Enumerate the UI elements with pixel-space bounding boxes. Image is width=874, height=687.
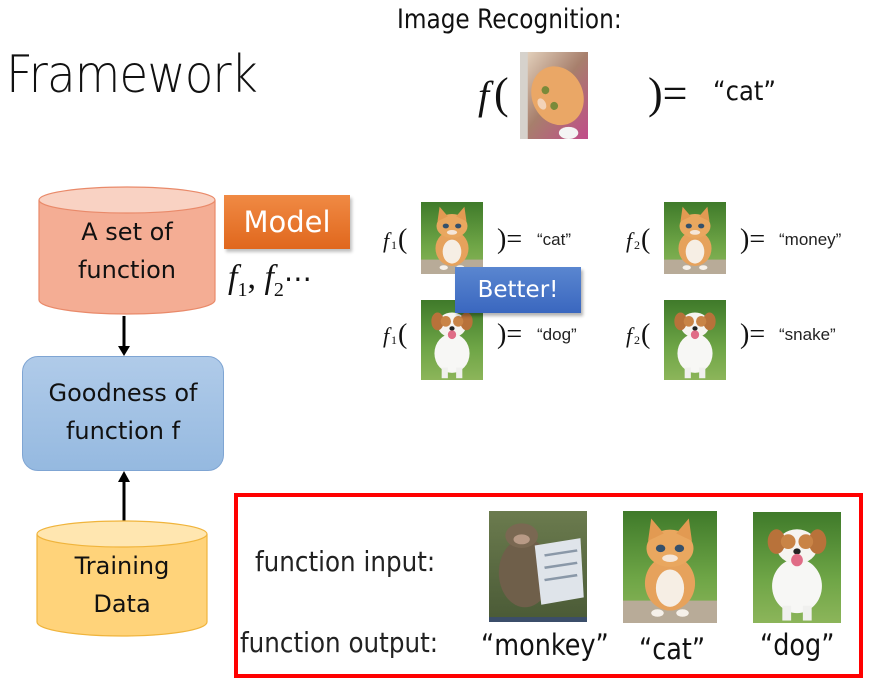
puppy-photo — [664, 300, 726, 380]
output-label: “dog” — [537, 325, 577, 344]
equation-open-paren: ( — [494, 69, 509, 118]
function-output-label: function output: — [240, 626, 439, 659]
puppy-photo — [753, 512, 841, 623]
close-paren-equals: )= — [740, 224, 766, 255]
open-paren: ( — [641, 319, 651, 350]
goodness-line-1: Goodness of — [48, 379, 198, 407]
f2-symbol: f — [264, 259, 274, 296]
function-list-label: f1, f2⋯ — [228, 259, 312, 301]
kitten-photo — [520, 52, 588, 139]
f1-symbol: f — [228, 259, 238, 296]
function-subscript: 2 — [634, 238, 640, 252]
better-badge: Better! — [455, 267, 581, 313]
kitten-photo — [623, 511, 717, 623]
training-data-cylinder: Training Data — [36, 520, 208, 638]
output-dog: “dog” — [760, 628, 835, 662]
arrow-down-icon — [118, 316, 130, 356]
function-symbol: f — [383, 323, 390, 348]
cylinder-line-2: function — [77, 256, 177, 284]
training-line-2: Data — [93, 590, 151, 618]
equation-close-paren-equals: )= — [648, 69, 688, 118]
open-paren: ( — [398, 319, 408, 350]
equation-function-symbol: f — [478, 73, 490, 118]
output-label: “snake” — [779, 325, 836, 344]
monkey-photo — [489, 511, 587, 622]
cylinder-shape — [38, 186, 216, 315]
function-symbol: f — [626, 228, 633, 253]
output-monkey: “monkey” — [481, 628, 609, 662]
function-subscript: 1 — [391, 333, 397, 347]
output-label: “money” — [779, 230, 842, 249]
model-badge: Model — [224, 195, 350, 249]
cylinder-shape — [36, 520, 208, 637]
close-paren-equals: )= — [497, 319, 523, 350]
function-set-cylinder: A set of function — [38, 186, 216, 316]
slide-title: Framework — [6, 45, 258, 105]
function-subscript: 1 — [391, 238, 397, 252]
slide-subtitle: Image Recognition: — [397, 4, 622, 35]
kitten-photo — [421, 202, 483, 274]
training-examples-box — [234, 493, 863, 678]
kitten-photo — [664, 202, 726, 274]
open-paren: ( — [398, 224, 408, 255]
equation-output: “cat” — [713, 76, 776, 107]
close-paren-equals: )= — [740, 319, 766, 350]
open-paren: ( — [641, 224, 651, 255]
goodness-line-2: function f — [65, 417, 181, 445]
f1-subscript: 1 — [237, 278, 248, 301]
output-label: “cat” — [537, 230, 571, 249]
cylinder-line-1: A set of — [81, 218, 173, 246]
ellipsis: ⋯ — [283, 264, 312, 295]
function-symbol: f — [383, 228, 390, 253]
function-symbol: f — [626, 323, 633, 348]
output-cat: “cat” — [639, 632, 706, 666]
function-input-label: function input: — [255, 545, 436, 578]
close-paren-equals: )= — [497, 224, 523, 255]
f2-subscript: 2 — [273, 278, 284, 301]
function-subscript: 2 — [634, 333, 640, 347]
goodness-box: Goodness of function f — [22, 356, 224, 471]
training-line-1: Training — [74, 552, 170, 580]
